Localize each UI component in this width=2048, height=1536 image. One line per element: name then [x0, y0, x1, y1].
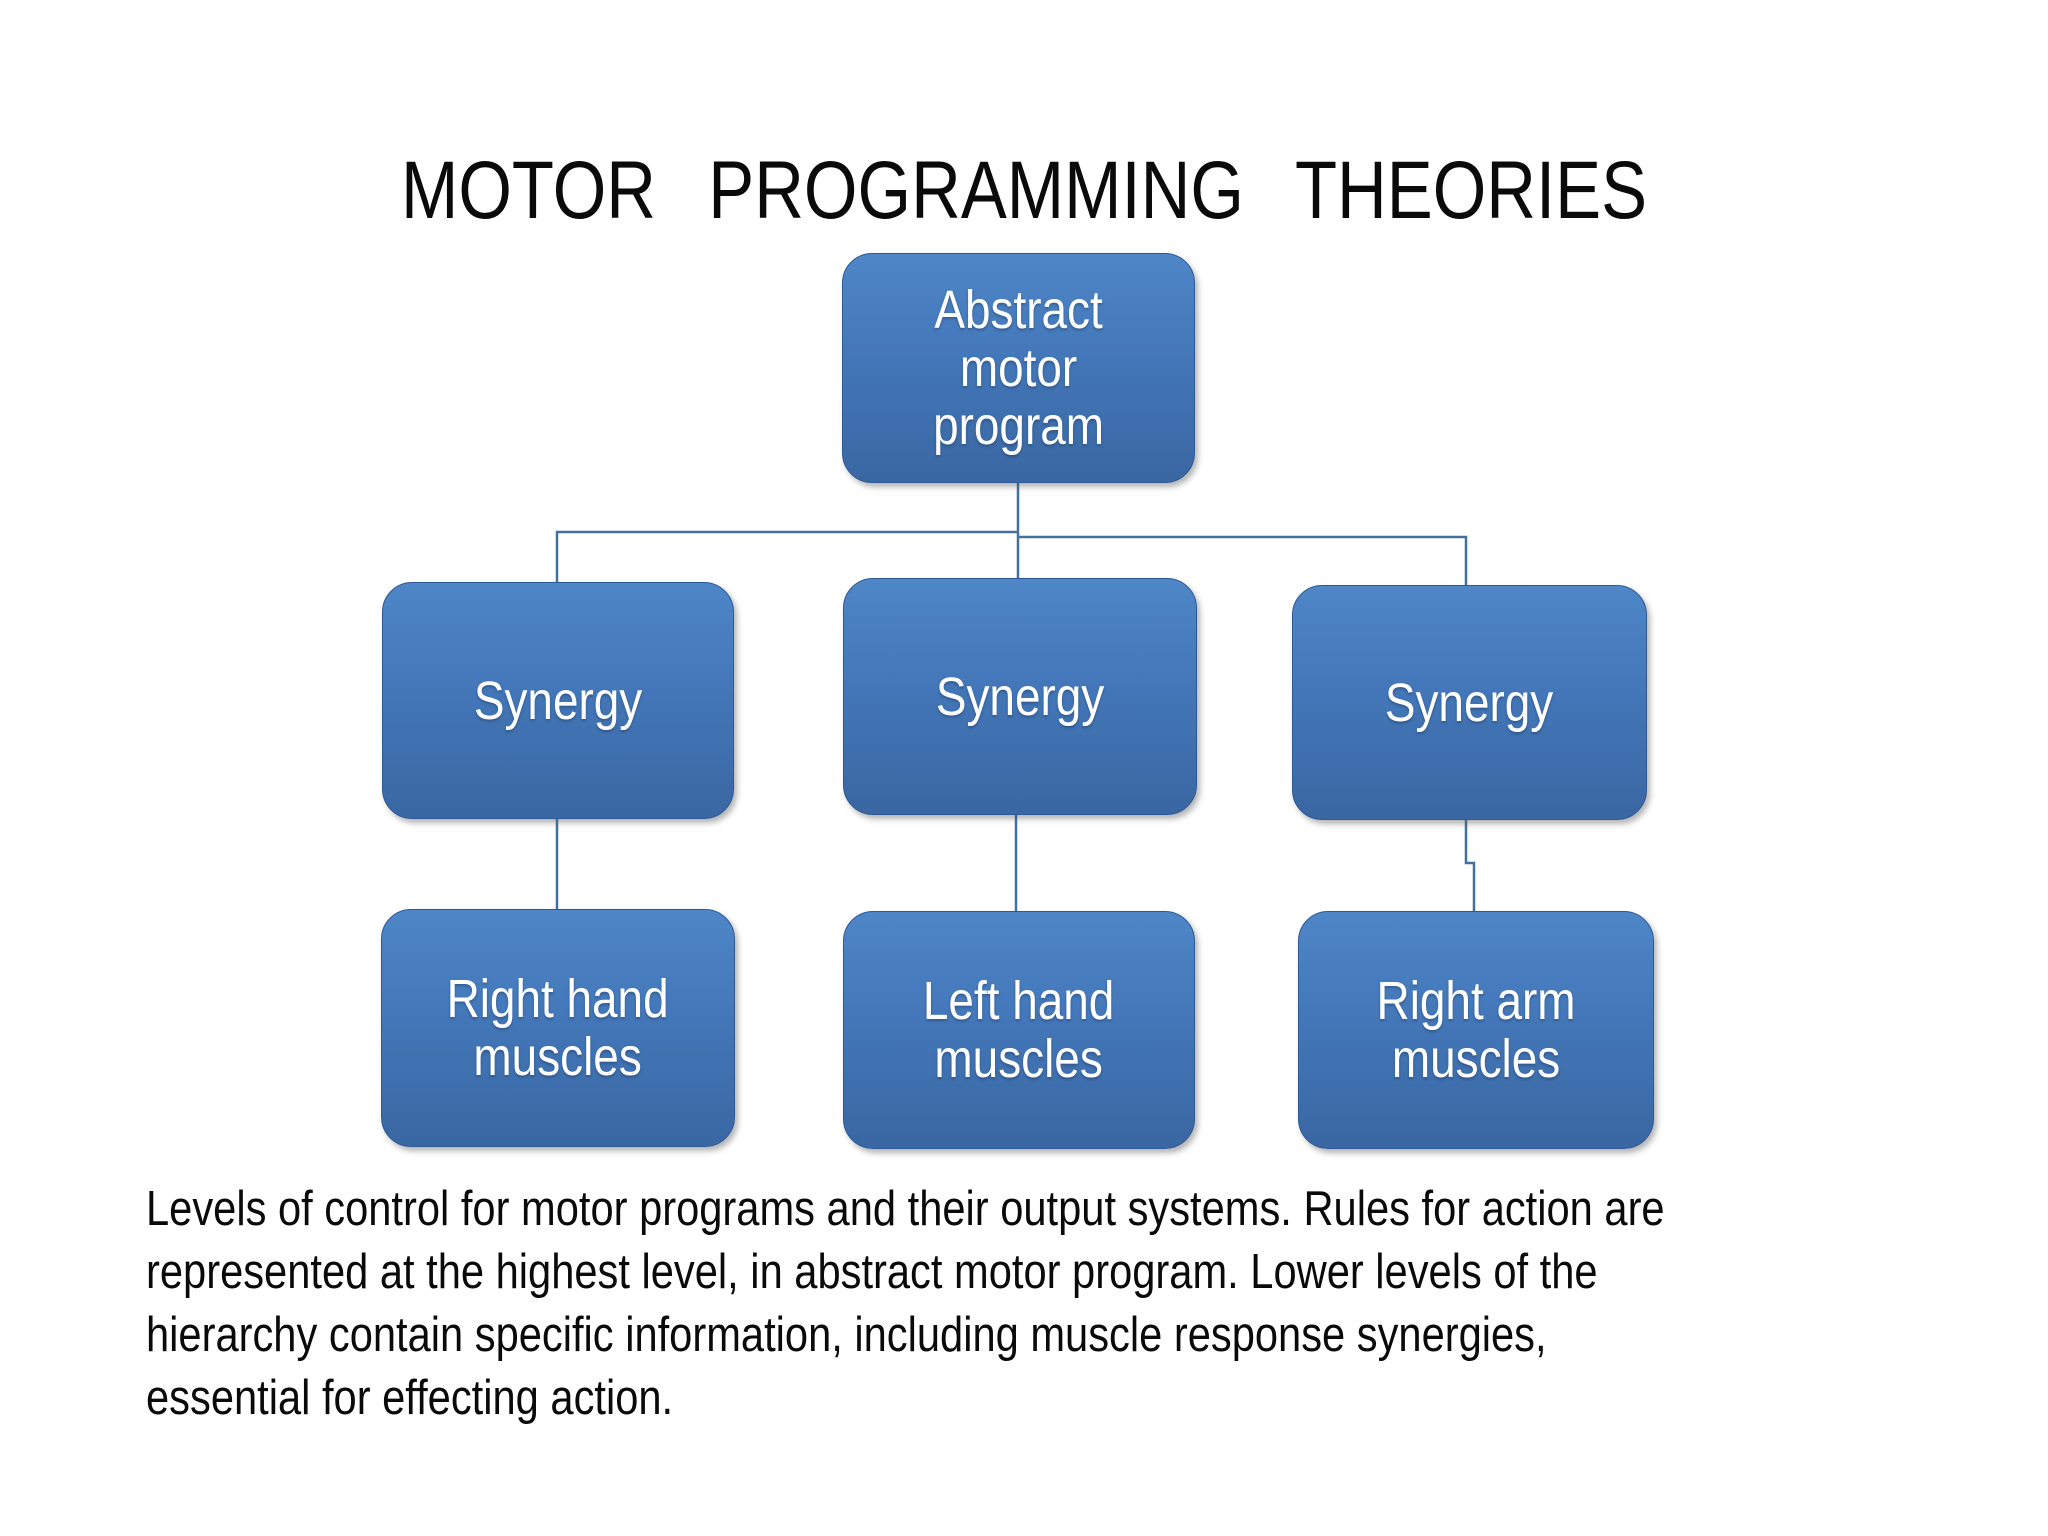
- node-right-hand-muscles-label: Right hand muscles: [446, 969, 670, 1087]
- node-right-arm-muscles-label: Right arm muscles: [1376, 971, 1576, 1089]
- node-synergy-center-label: Synergy: [935, 666, 1105, 727]
- node-right-hand-muscles: Right hand muscles: [381, 909, 735, 1147]
- connector-root-to-synergy-right: [1018, 535, 1468, 585]
- node-left-hand-muscles-label: Left hand muscles: [923, 971, 1115, 1089]
- node-right-arm-muscles: Right arm muscles: [1298, 911, 1654, 1149]
- node-synergy-right-label: Synergy: [1385, 672, 1554, 733]
- slide-caption: Levels of control for motor programs and…: [146, 1182, 1665, 1425]
- node-abstract-motor-program: Abstract motor program: [842, 253, 1195, 483]
- slide-title: MOTOR PROGRAMMING THEORIES: [400, 145, 1648, 236]
- node-synergy-left-label: Synergy: [473, 670, 643, 731]
- node-abstract-motor-program-label: Abstract motor program: [933, 280, 1104, 456]
- node-synergy-center: Synergy: [843, 578, 1197, 815]
- node-left-hand-muscles: Left hand muscles: [843, 911, 1195, 1149]
- connector-root-to-synergy-left: [555, 530, 1018, 582]
- connector-synergy-right-to-right-arm: [1464, 818, 1476, 911]
- node-synergy-right: Synergy: [1292, 585, 1647, 820]
- node-synergy-left: Synergy: [382, 582, 734, 819]
